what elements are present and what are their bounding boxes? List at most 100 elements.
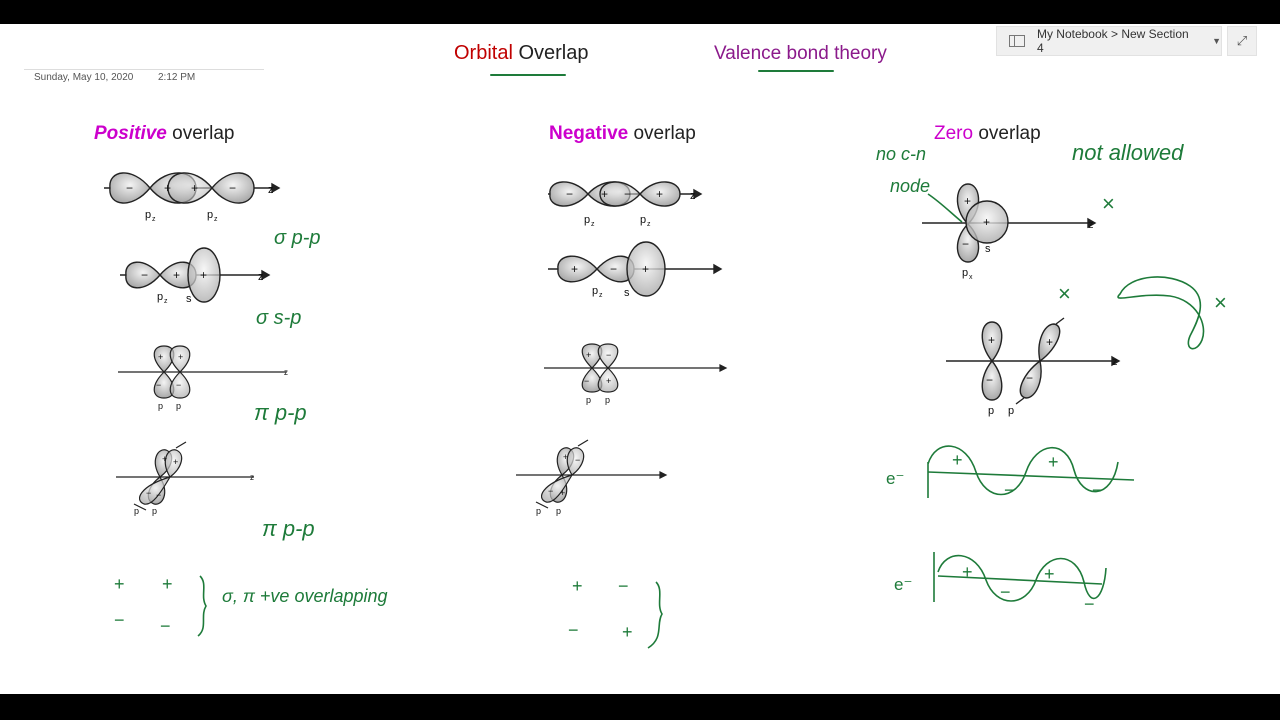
sign-minus: − [156, 490, 161, 500]
sign-plus: + [563, 452, 568, 462]
wave-one [927, 445, 1119, 498]
title-orbital: Orbital [454, 42, 513, 64]
sign-minus: − [141, 268, 148, 282]
px-subscript: x [969, 274, 973, 281]
sign-minus: − [229, 181, 236, 195]
sign-minus: − [1026, 371, 1033, 385]
sign-pattern-notes: + + − − + + − − + + − − + − − + [114, 450, 1103, 642]
handwritten-notes: σ p-p σ s-p π p-p π p-p σ, π +ve overlap… [222, 140, 1227, 606]
sign-plus: + [642, 262, 649, 276]
py-label: p [134, 506, 139, 516]
sign-minus: − [962, 237, 969, 251]
pz-label: p [207, 209, 213, 221]
negative-s-pz-diagram [548, 241, 723, 297]
sign-plus: + [173, 268, 180, 282]
sign-plus: + [1046, 335, 1053, 349]
positive-label-rest: overlap [166, 123, 235, 144]
negative-overlap-heading: Negative overlap [549, 123, 696, 145]
title-overlap: Overlap [512, 42, 589, 64]
axis-label: z [1112, 356, 1118, 368]
sign-minus: − [156, 380, 161, 390]
sign-minus: − [575, 455, 580, 465]
sign-minus: − [548, 486, 553, 496]
negative-py-py-signs: + − − + p p [536, 452, 580, 516]
wave-plus: + [1044, 564, 1055, 584]
note-node: node [890, 176, 930, 196]
pz-label: p [157, 291, 163, 303]
sign-plus: + [158, 352, 163, 362]
positive-pz-pz-signs: − + + − z p z p z [126, 181, 274, 223]
positive-px-px-diagram [118, 345, 286, 399]
pattern-plus: + [162, 574, 173, 594]
note-node-top: no c-n [876, 144, 926, 164]
zero-label-rest: overlap [973, 123, 1041, 144]
zero-label: Zero [934, 123, 974, 144]
pattern-plus: + [114, 574, 125, 594]
sign-plus: + [964, 194, 971, 208]
date-rule [24, 69, 264, 70]
electron-label: e⁻ [894, 575, 912, 594]
negative-label-rest: overlap [628, 123, 696, 144]
sign-plus: + [571, 262, 578, 276]
sign-plus: + [164, 181, 171, 195]
sign-plus: + [191, 181, 198, 195]
px-label: p [962, 267, 968, 279]
sign-plus: + [586, 350, 591, 360]
px-label: p [605, 395, 610, 405]
sign-minus: − [624, 187, 631, 201]
notebook-page: Orbital Overlap Valence bond theory Sund… [0, 24, 1280, 694]
page-title: Orbital Overlap [454, 42, 589, 65]
notebook-breadcrumb[interactable]: My Notebook > New Section 4 ▼ [996, 26, 1222, 56]
sign-plus: + [560, 488, 565, 498]
negative-pz-pz-diagram [548, 181, 703, 207]
note-not-allowed: not allowed [1072, 140, 1184, 165]
negative-py-py-diagram [516, 439, 668, 509]
positive-s-pz-diagram [120, 247, 271, 303]
wave-minus: − [1092, 480, 1103, 500]
axis-label: z [268, 184, 274, 196]
positive-s-pz-signs: − + + z p z s [141, 268, 264, 305]
positive-py-py-diagram [116, 441, 254, 511]
wave-plus: + [1048, 452, 1059, 472]
sign-minus: − [610, 262, 617, 276]
orbital-diagrams: − + + − z p z p z − + + z p z s [104, 140, 1227, 649]
negative-px-px-signs: + − − + p p [584, 350, 611, 405]
zero-px-py-signs: + − + − z p p [986, 333, 1118, 417]
positive-py-py-signs: + + − − z p p [134, 454, 254, 516]
positive-px-px-signs: + + − − z p p [156, 352, 288, 411]
negative-pz-pz-signs: − + − + z p z p z [566, 187, 696, 228]
pz-label: p [584, 214, 590, 226]
axis-label: z [284, 368, 288, 377]
s-label: s [985, 243, 991, 255]
axis-label: z [1088, 219, 1094, 231]
sign-plus: + [162, 454, 167, 464]
sign-plus: + [656, 187, 663, 201]
expand-icon[interactable]: ⤢ [1227, 26, 1257, 56]
brace-negative [647, 581, 663, 649]
pattern-plus: + [622, 622, 633, 642]
px-label: p [586, 395, 591, 405]
breadcrumb-text: My Notebook > New Section 4 [1036, 27, 1189, 55]
pattern-minus: − [568, 620, 579, 640]
pz-label: p [640, 214, 646, 226]
sign-plus: + [601, 187, 608, 201]
axis-label: z [690, 190, 696, 202]
sign-minus: − [606, 350, 611, 360]
positive-label: Positive [94, 123, 167, 144]
pattern-minus: − [160, 616, 171, 636]
px-label: p [988, 405, 994, 417]
pz-subscript: z [214, 216, 218, 223]
wave-one-axis [927, 471, 1135, 481]
node-arrow [927, 193, 963, 223]
positive-overlap-heading: Positive overlap [94, 123, 234, 145]
valence-bond-title: Valence bond theory [714, 43, 887, 64]
zero-px-py-diagram [946, 317, 1121, 405]
py-label: p [152, 506, 157, 516]
pz-subscript: z [591, 221, 595, 228]
negative-s-pz-signs: + − + p z s [571, 262, 649, 299]
axis-label: z [250, 473, 254, 482]
px-label: p [176, 401, 181, 411]
negative-px-px-diagram [544, 343, 728, 393]
chevron-down-icon[interactable]: ▼ [1212, 36, 1221, 46]
py-label: p [556, 506, 561, 516]
